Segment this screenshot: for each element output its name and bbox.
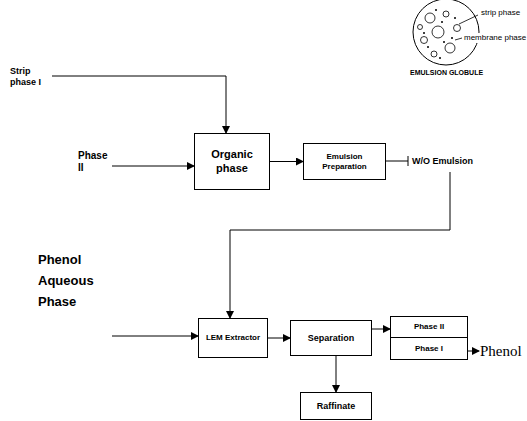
leader-line (455, 38, 462, 40)
output-box: Raffinate (300, 392, 372, 420)
leader-line (459, 15, 478, 24)
box-text: Phase I (415, 344, 443, 354)
stream-label: Phase II (78, 150, 110, 174)
feed-line (52, 76, 226, 133)
product-box: Phase II (390, 316, 468, 338)
product-box: Phase I (390, 337, 468, 360)
output-tee (408, 156, 409, 166)
flow-arrow (268, 338, 290, 339)
feed-arrow (112, 166, 194, 167)
box-text: Raffinate (317, 401, 356, 412)
product-arrow (468, 351, 479, 352)
emulsion-feed-line (230, 172, 450, 318)
part-label: strip phase (480, 8, 521, 18)
figure-caption: EMULSION GLOBULE (410, 69, 483, 77)
feed-arrow (112, 336, 198, 337)
product-label: Phenol (480, 342, 522, 360)
flow-arrow (372, 329, 390, 330)
flow-arrow (270, 161, 303, 162)
box-text: Emulsion Preparation (304, 152, 385, 171)
flow-arrow (336, 356, 337, 392)
stream-label: Phenol Aqueous Phase (38, 250, 100, 312)
stream-label: W/O Emulsion (412, 156, 473, 167)
box-text: Phase II (414, 322, 444, 332)
box-text: Separation (308, 333, 355, 344)
part-label: membrane phase (463, 33, 527, 43)
process-box: LEM Extractor (198, 318, 268, 358)
box-text: LEM Extractor (206, 333, 260, 343)
process-box: Separation (290, 320, 372, 356)
stream-label: Strip phase I (10, 66, 48, 88)
box-text: Organic phase (195, 148, 269, 174)
process-box: Emulsion Preparation (303, 143, 386, 180)
process-box: Organic phase (194, 133, 270, 190)
